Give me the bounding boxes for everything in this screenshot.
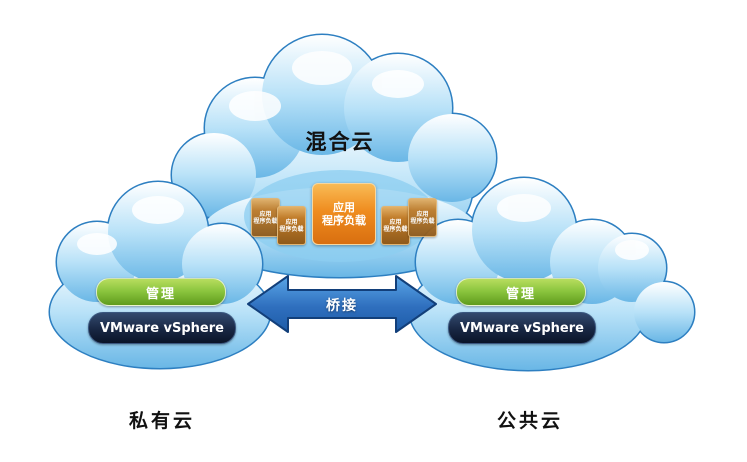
app-workload-small-line2: 程序负载 [383, 225, 408, 233]
app-workload-small-line2: 程序负载 [279, 225, 304, 233]
app-workload-small-line2: 程序负载 [410, 217, 435, 225]
app-workload-small-line1: 应用 [285, 218, 298, 226]
bridge-label: 桥接 [326, 298, 358, 314]
app-workload-small-line1: 应用 [416, 210, 429, 218]
app-workload-small-line1: 应用 [389, 218, 402, 226]
app-workload-line2: 程序负载 [322, 214, 366, 227]
app-workload-small-line1: 应用 [259, 210, 272, 218]
app-workload-box-center: 应用 程序负载 [312, 183, 376, 245]
app-workload-box-small: 应用 程序负载 [251, 198, 280, 237]
manage-badge-public: 管理 [456, 278, 586, 306]
app-workload-line1: 应用 [333, 201, 355, 214]
app-workload-box-small: 应用 程序负载 [408, 198, 437, 237]
app-workload-small-line2: 程序负载 [253, 217, 278, 225]
manage-badge-private: 管理 [96, 278, 226, 306]
hybrid-cloud-title: 混合云 [305, 130, 375, 154]
app-workload-box-small: 应用 程序负载 [381, 206, 410, 245]
public-cloud-label: 公共云 [496, 410, 563, 432]
vmware-vsphere-badge-public: VMware vSphere [448, 312, 596, 344]
private-cloud-label: 私有云 [128, 410, 195, 432]
app-workload-box-small: 应用 程序负载 [277, 206, 306, 245]
vmware-vsphere-badge-private: VMware vSphere [88, 312, 236, 344]
bridge-arrow [247, 275, 437, 333]
